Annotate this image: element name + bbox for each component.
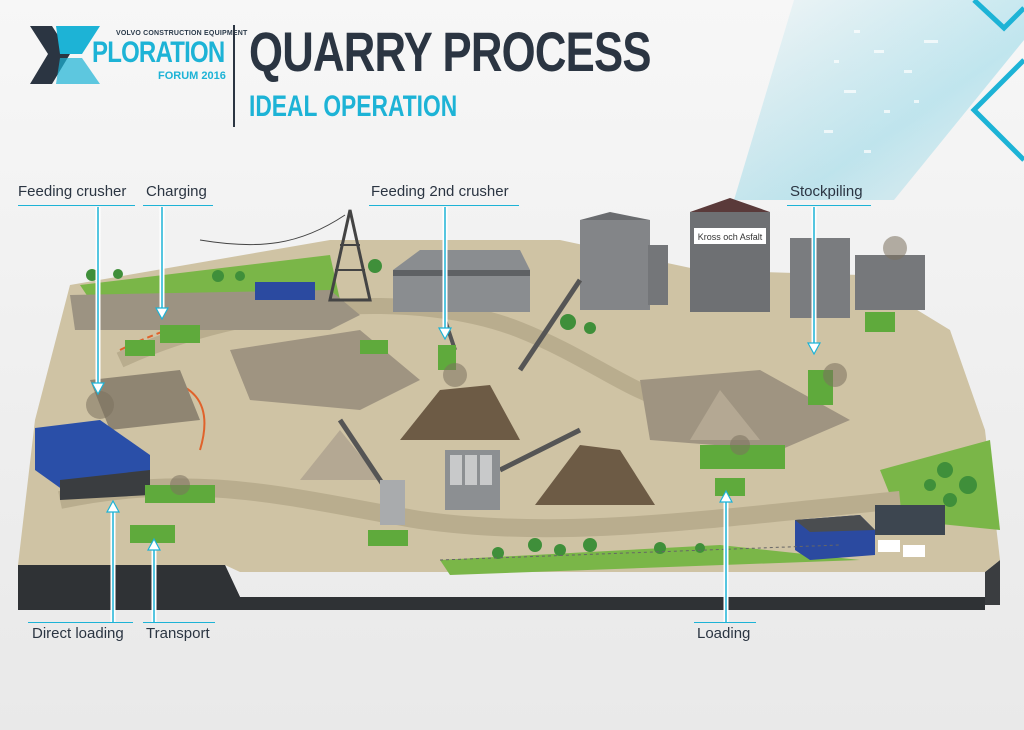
label-feeding-2nd-crusher: Feeding 2nd crusher <box>371 183 509 200</box>
building-sign-text: Kross och Asfalt <box>698 232 763 242</box>
page-title: QUARRY PROCESS <box>249 20 651 83</box>
header-divider <box>233 25 235 127</box>
label-underline <box>18 205 135 206</box>
label-feeding-crusher: Feeding crusher <box>18 183 127 200</box>
decorative-pixel-graphic <box>734 0 1024 200</box>
label-direct-loading: Direct loading <box>32 625 124 642</box>
label-underline <box>143 205 213 206</box>
logo-wordmark: PLORATION <box>92 36 225 69</box>
label-underline <box>28 622 133 623</box>
label-loading: Loading <box>697 625 751 642</box>
page-subtitle: IDEAL OPERATION <box>249 90 458 123</box>
label-underline <box>369 205 519 206</box>
logo-company-text: VOLVO CONSTRUCTION EQUIPMENT <box>116 30 248 37</box>
logo-forum-year: FORUM 2016 <box>158 70 226 82</box>
xploration-x-icon <box>30 26 100 84</box>
label-underline <box>787 205 871 206</box>
label-transport: Transport <box>146 625 210 642</box>
label-underline <box>694 622 756 623</box>
label-underline <box>143 622 215 623</box>
label-charging: Charging <box>146 183 207 200</box>
label-stockpiling: Stockpiling <box>790 183 863 200</box>
